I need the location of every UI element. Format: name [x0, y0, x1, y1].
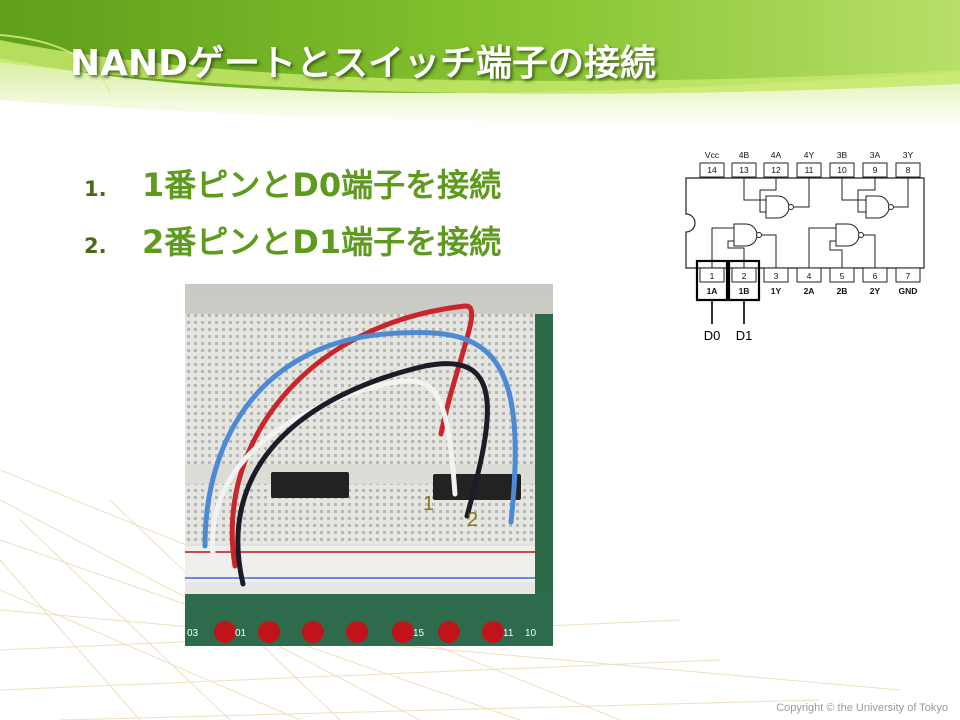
pin-name: Vcc — [705, 150, 720, 160]
header-wave-lime — [0, 40, 960, 94]
right-board-edge — [535, 314, 553, 614]
slide-title: NANDゲートとスイッチ端子の接続 — [70, 43, 657, 84]
connection-label-d0: D0 — [704, 328, 721, 343]
pin-number: 10 — [837, 165, 847, 175]
pin-name: 3A — [870, 150, 881, 160]
pin-name: 4B — [739, 150, 750, 160]
led-number: 10 — [525, 628, 537, 639]
pin-name: 2Y — [870, 286, 881, 296]
pin-label: 1 — [423, 493, 434, 515]
header-arc-left — [0, 34, 111, 93]
pin-number: 8 — [906, 165, 911, 175]
ic-pinout-diagram: Vcc 4B 4A 4Y 3B 3A 3Y 14 13 12 11 10 9 8 — [685, 150, 925, 343]
pin-name: 3B — [837, 150, 848, 160]
white-wire — [210, 378, 458, 557]
pin-name: 1B — [739, 286, 750, 296]
pin-number: 2 — [742, 271, 747, 281]
led-number: 15 — [413, 628, 425, 639]
bottom-pin-labels: 1A 1B 1Y 2A 2B 2Y GND — [707, 286, 918, 296]
pin-number: 4 — [807, 271, 812, 281]
pin-name: 1A — [707, 286, 718, 296]
led-number: 11 — [503, 628, 514, 639]
pin-number: 6 — [873, 271, 878, 281]
list-item: 1. 1番ピンとD0端子を接続 — [84, 160, 501, 217]
step-number: 2. — [84, 234, 107, 258]
breadboard-photo: 03 01 15 11 10 1 2 — [185, 284, 553, 646]
pin-number: 1 — [710, 271, 715, 281]
nand-gates — [733, 195, 894, 247]
pin-name: GND — [899, 286, 918, 296]
step-text: 2番ピンとD1端子を接続 — [142, 223, 502, 261]
corner-line-decoration — [0, 469, 901, 720]
led-row — [214, 621, 504, 643]
pin-name: 2B — [837, 286, 848, 296]
list-item: 2. 2番ピンとD1端子を接続 — [84, 217, 501, 274]
copyright-notice: Copyright © the University of Tokyo — [776, 702, 948, 714]
red-wire — [229, 303, 475, 569]
step-list: 1. 1番ピンとD0端子を接続 2. 2番ピンとD1端子を接続 — [84, 160, 501, 274]
pin-number: 14 — [707, 165, 717, 175]
gate-wiring — [711, 178, 909, 268]
pin-number: 11 — [805, 165, 814, 175]
pin-name: 1Y — [771, 286, 782, 296]
bottom-pin-numbers: 1 2 3 4 5 6 7 — [710, 271, 911, 281]
led-number: 03 — [187, 628, 199, 639]
pin-name: 2A — [804, 286, 815, 296]
header-wave-light — [0, 58, 960, 127]
pin-number: 7 — [906, 271, 911, 281]
pin-name: 4A — [771, 150, 782, 160]
bottom-pin-boxes — [699, 267, 921, 283]
step-number: 1. — [84, 177, 107, 201]
connection-label-d1: D1 — [736, 328, 753, 343]
ic-chip-left — [271, 472, 349, 498]
pin-name: 3Y — [903, 150, 914, 160]
step-text: 1番ピンとD0端子を接続 — [142, 166, 502, 204]
pin-name: 4Y — [804, 150, 815, 160]
black-wire — [235, 361, 490, 587]
pin-number: 13 — [739, 165, 749, 175]
pin-number: 9 — [873, 165, 878, 175]
top-pin-numbers: 14 13 12 11 10 9 8 — [707, 165, 910, 175]
led-number: 01 — [235, 628, 247, 639]
pin-label: 2 — [467, 509, 478, 531]
pin-number: 5 — [840, 271, 845, 281]
top-pin-boxes — [699, 162, 921, 178]
pin-number: 12 — [771, 165, 781, 175]
ic-body — [685, 177, 925, 269]
top-pin-labels: Vcc 4B 4A 4Y 3B 3A 3Y — [705, 150, 914, 160]
pin-number: 3 — [774, 271, 779, 281]
blue-wire — [202, 329, 518, 549]
